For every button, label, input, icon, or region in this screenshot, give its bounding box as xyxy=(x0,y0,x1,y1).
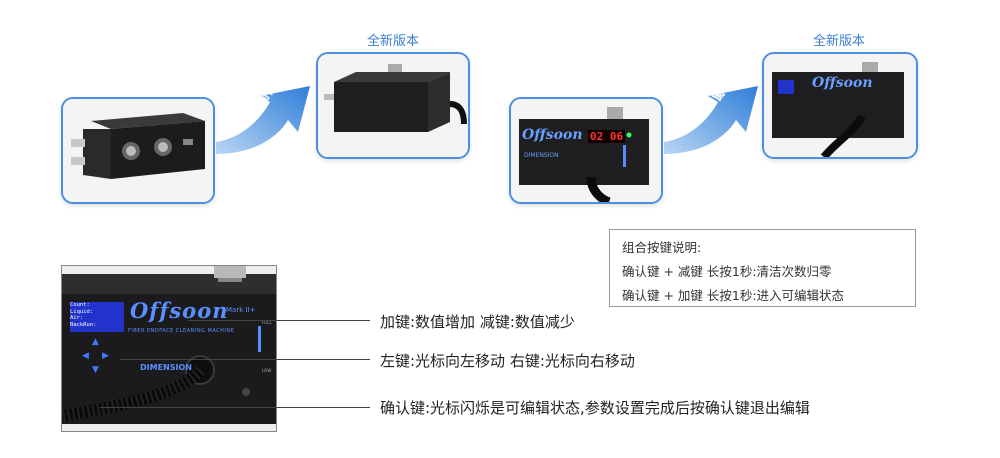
old-device-frame xyxy=(61,97,215,204)
screen-line: Count: xyxy=(70,302,90,308)
arrow-shape-2 xyxy=(664,86,758,154)
screen-line: BackRun: xyxy=(70,321,97,328)
new-version-caption-1: 全新版本 xyxy=(366,34,419,49)
leader-line-2 xyxy=(120,359,370,360)
new-version-caption-2: 全新版本 xyxy=(812,34,865,49)
svg-text:▶: ▶ xyxy=(102,351,109,361)
description-confirm: 确认键:光标闪烁是可编辑状态,参数设置完成后按确认键退出编辑 xyxy=(380,399,810,417)
key-combination-legend: 组合按键说明: 确认键 + 减键 长按1秒:清洁次数归零 确认键 + 加键 长按… xyxy=(609,229,916,307)
new-device-frame-1 xyxy=(316,52,470,159)
closeup-side-label-full: FULL xyxy=(262,320,272,325)
display-device-frame xyxy=(509,97,663,204)
svg-text:◀: ◀ xyxy=(82,351,89,361)
closeup-maker: DIMENSION xyxy=(140,363,192,372)
new-device-frame-2 xyxy=(762,52,918,159)
screen-line: Air: xyxy=(70,315,84,321)
arrow-shape-1 xyxy=(216,86,310,154)
closeup-tagline: FIBER ENDFACE CLEANING MACHINE xyxy=(128,328,235,334)
legend-row: 确认键 + 加键 长按1秒:进入可编辑状态 xyxy=(622,288,845,303)
svg-text:▲: ▲ xyxy=(92,337,99,347)
display-device-brand: Offsoon xyxy=(522,127,583,143)
leader-line-3 xyxy=(100,407,370,408)
legend-row: 确认键 + 减键 长按1秒:清洁次数归零 xyxy=(622,264,832,279)
old-device-image xyxy=(63,99,213,202)
description-plus-minus: 加键:数值增加 减键:数值减少 xyxy=(380,313,575,331)
screen-line: Liquid: xyxy=(70,308,94,315)
display-device-digits: 02 06 xyxy=(588,130,626,143)
new-device-2-brand: Offsoon xyxy=(812,75,873,91)
closeup-brand: Offsoon xyxy=(130,298,229,323)
closeup-model: Mark II+ xyxy=(226,306,256,314)
new-device-image-2 xyxy=(764,54,916,157)
display-device-image xyxy=(511,99,661,202)
legend-title: 组合按键说明: xyxy=(622,240,702,255)
leader-line-1 xyxy=(188,320,370,321)
new-device-image-1 xyxy=(318,54,468,157)
description-left-right: 左键:光标向左移动 右键:光标向右移动 xyxy=(380,352,635,370)
svg-text:▼: ▼ xyxy=(92,365,99,375)
closeup-side-label-low: LOW xyxy=(262,368,272,373)
closeup-screen-text: Count: Liquid: Air: BackRun: xyxy=(70,302,120,328)
display-device-maker: DIMENSION xyxy=(524,152,559,159)
